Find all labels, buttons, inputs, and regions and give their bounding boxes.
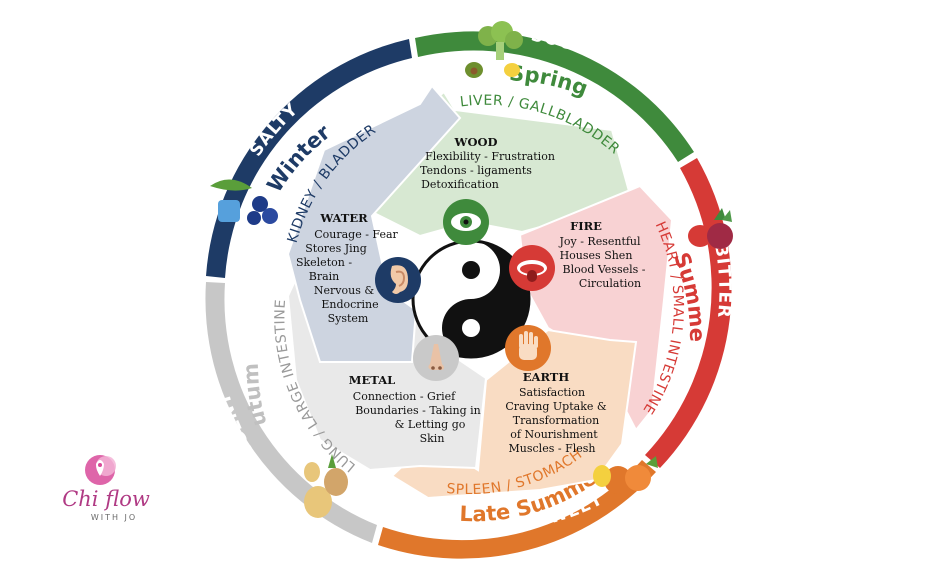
element-fire-title: FIRE (570, 219, 602, 233)
element-wood-title: WOOD (454, 135, 498, 149)
element-water-line: Stores Jing (305, 242, 367, 255)
beet-pepper-icon (688, 208, 733, 249)
element-earth-text: EARTH Satisfaction Craving Uptake & Tran… (505, 370, 607, 455)
element-earth-line: Muscles - Flesh (509, 442, 596, 455)
pumpkin-orange-icon (593, 456, 658, 494)
element-metal-line: Skin (420, 432, 445, 445)
broccoli-avocado-icon (465, 21, 523, 78)
nose-icon (413, 335, 459, 381)
ring-pungent (205, 282, 377, 543)
chi-flow-logo: Chi flow WITH JO (62, 455, 150, 522)
element-earth-line: Transformation (513, 414, 599, 427)
element-water-text: WATER Courage - Fear Stores Jing Skeleto… (296, 211, 399, 325)
element-water-line: Courage - Fear (314, 228, 398, 241)
element-earth-line: Craving Uptake & (505, 400, 607, 413)
blueberries-basil-icon (210, 179, 278, 225)
ring-salty (206, 39, 412, 278)
hand-icon (505, 325, 551, 371)
ear-icon (375, 257, 421, 303)
ring-sour (415, 31, 694, 163)
element-arrows (286, 84, 674, 500)
element-water-line: Skeleton - (296, 256, 352, 269)
logo-name: Chi flow (62, 487, 150, 511)
element-water-line: Endocrine (321, 298, 378, 311)
element-wood-text: WOOD Flexibility - Frustration Tendons -… (420, 135, 555, 191)
element-wood-line: Tendons - ligaments (420, 164, 532, 177)
logo-sub: WITH JO (91, 513, 137, 522)
tongue-icon (509, 245, 555, 291)
element-water-title: WATER (319, 211, 368, 225)
element-earth-line: of Nourishment (510, 428, 598, 441)
element-metal-line: & Letting go (395, 418, 466, 431)
arrow-water (286, 84, 462, 363)
element-earth-title: EARTH (523, 370, 570, 384)
eye-icon (443, 199, 489, 245)
ring-sweet (378, 460, 656, 559)
element-water-line: Nervous & (314, 284, 374, 297)
element-water-line: System (328, 312, 369, 325)
arrow-fire (518, 184, 674, 432)
element-fire-line: Circulation (579, 277, 641, 290)
element-metal-text: METAL Connection - Grief Boundaries - Ta… (349, 373, 481, 445)
element-metal-title: METAL (349, 373, 395, 387)
element-fire-text: FIRE Joy - Resentful Houses Shen Blood V… (558, 219, 645, 290)
element-wood-line: Detoxification (421, 178, 499, 191)
element-metal-line: Connection - Grief (353, 390, 456, 403)
ginger-icon (304, 454, 348, 518)
element-metal-line: Boundaries - Taking in (355, 404, 481, 417)
element-earth-line: Satisfaction (519, 386, 585, 399)
element-fire-line: Joy - Resentful (558, 235, 641, 248)
flavor-bitter: BITTER (710, 242, 734, 319)
element-fire-line: Blood Vessels - (562, 263, 645, 276)
element-water-line: Brain (309, 270, 340, 283)
element-wood-line: Flexibility - Frustration (425, 150, 555, 163)
element-fire-line: Houses Shen (560, 249, 633, 262)
